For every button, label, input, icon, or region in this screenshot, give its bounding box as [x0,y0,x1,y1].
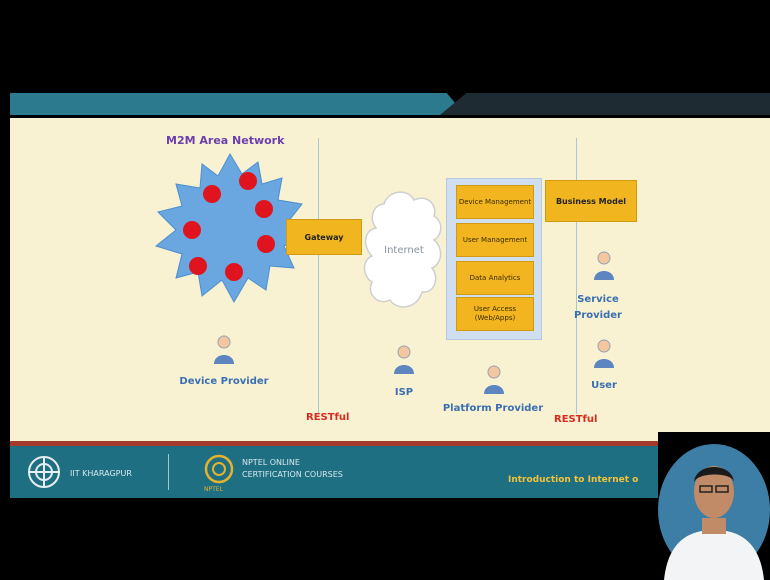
restful-left-label: RESTful [306,412,350,423]
m2m-area-network-title: M2M Area Network [166,134,285,147]
internet-cloud [363,191,442,308]
divider-left [318,138,319,414]
platform-panel: Device Management User Management Data A… [446,178,542,340]
nptel-line-2: CERTIFICATION COURSES [242,470,343,479]
restful-right-label: RESTful [554,414,598,425]
footer-accent-line [10,441,770,446]
institute-name: IIT KHARAGPUR [70,469,132,478]
gateway-box: Gateway [286,219,362,255]
nptel-logo-text: NPTEL [204,486,223,493]
m2m-network-star [154,152,307,304]
device-provider-label: Device Provider [179,376,269,387]
network-node [183,221,201,239]
service-provider-label: Service Provider [574,294,622,321]
nptel-logo-icon [204,454,234,484]
slide-top-band [10,93,465,115]
platform-item-user-access: User Access (Web/Apps) [456,297,534,331]
user-label: User [591,380,617,391]
nptel-line-1: NPTEL ONLINE [242,458,300,467]
business-model-box: Business Model [545,180,637,222]
platform-provider-label: Platform Provider [442,403,544,414]
network-node [239,172,257,190]
isp-user-icon [394,345,414,374]
end-user-icon [594,339,614,368]
presenter-video [658,432,770,580]
footer-bar [10,446,770,498]
slide-top-band-dark [440,93,770,115]
platform-item-device-management: Device Management [456,185,534,219]
platform-provider-user-icon [484,365,504,394]
network-node [203,185,221,203]
iit-kharagpur-logo-icon [28,456,60,488]
footer-divider [168,454,169,490]
platform-item-data-analytics: Data Analytics [456,261,534,295]
divider-right [576,138,577,414]
platform-item-user-management: User Management [456,223,534,257]
network-node [255,200,273,218]
network-node [257,235,275,253]
device-provider-user-icon [214,335,234,364]
course-title: Introduction to Internet o [508,475,639,485]
internet-label: Internet [384,245,424,256]
isp-label: ISP [394,387,414,398]
network-node [225,263,243,281]
network-node [189,257,207,275]
service-provider-user-icon [594,251,614,280]
